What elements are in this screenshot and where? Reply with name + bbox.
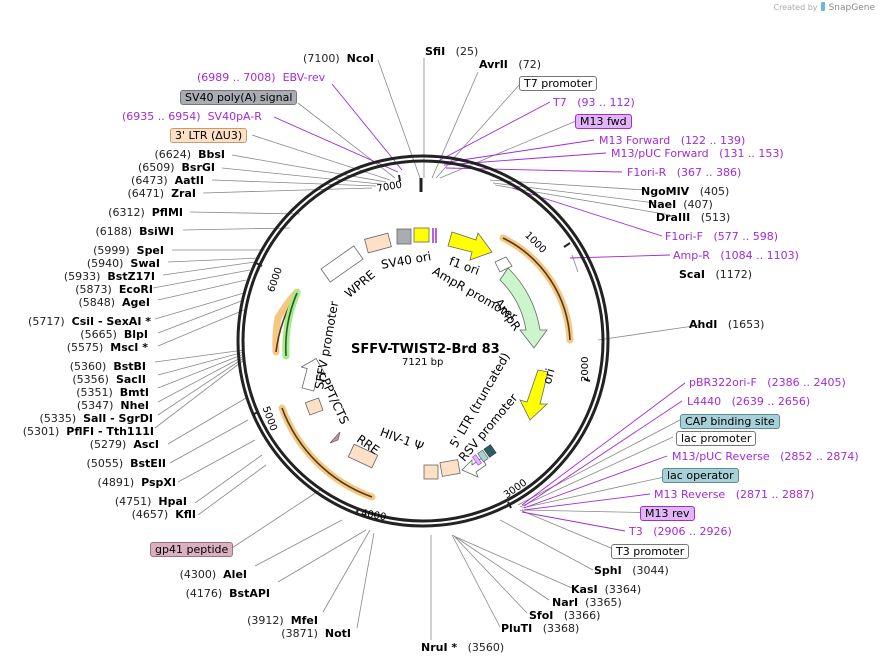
enzyme-swai[interactable]: (5940) SwaI (86, 257, 160, 270)
primer-m13puc-reverse[interactable]: M13/pUC Reverse (2852 .. 2874) (672, 450, 859, 463)
box-sv40-polya[interactable]: SV40 poly(A) signal (180, 90, 298, 105)
tick-2000: 2000 (580, 356, 591, 382)
enzyme-asci[interactable]: (5279) AscI (89, 438, 159, 451)
sv40-ori-feature (413, 227, 430, 243)
plasmid-name: SFFV-TWIST2-Brd 83 (351, 342, 500, 357)
enzyme-ecori[interactable]: (5873) EcoRI (75, 283, 153, 296)
credit-prefix: Created by (773, 3, 818, 12)
enzyme-kfli[interactable]: (4657) KflI (131, 508, 196, 521)
primer-m13-forward[interactable]: M13 Forward (122 .. 139) (599, 134, 746, 147)
enzyme-hpai[interactable]: (4751) HpaI (114, 495, 187, 508)
enzyme-pluti[interactable]: PluTI (3368) (501, 622, 580, 635)
credit-brand: SnapGene (828, 3, 875, 13)
enzyme-scai[interactable]: ScaI (1172) (679, 268, 753, 281)
backbone-inner (241, 159, 605, 523)
box-lac-promoter[interactable]: lac promoter (676, 431, 757, 446)
enzyme-bbsi[interactable]: (6624) BbsI (154, 148, 225, 161)
sv40-polya-feature (396, 228, 412, 245)
box-m13-fwd[interactable]: M13 fwd (575, 114, 632, 129)
enzyme-pspxi[interactable]: (4891) PspXI (97, 476, 176, 489)
box-t3-promoter[interactable]: T3 promoter (611, 544, 690, 559)
enzyme-pflmi[interactable]: (6312) PflMI (108, 206, 183, 219)
box-t7-promoter[interactable]: T7 promoter (519, 76, 598, 91)
enzyme-sfoi[interactable]: SfoI (3366) (529, 609, 601, 622)
enzyme-bsiwi[interactable]: (6188) BsiWI (95, 225, 174, 238)
enzyme-bstbi[interactable]: (5360) BstBI (69, 360, 146, 373)
primer-sv40pa-r[interactable]: (6935 .. 6954) SV40pA-R (122, 110, 262, 123)
enzyme-zrai[interactable]: (6471) ZraI (127, 187, 197, 200)
enzyme-nari[interactable]: NarI (3365) (552, 596, 622, 609)
backbone-outer (236, 154, 610, 528)
rre-feature (347, 443, 379, 469)
f1-ori-feature (447, 231, 493, 261)
wpre-feature (320, 245, 364, 283)
snapgene-credit: Created by SnapGene (773, 2, 875, 13)
enzyme-bsrgi[interactable]: (6509) BsrGI (137, 161, 215, 174)
box-m13-rev[interactable]: M13 rev (640, 506, 695, 521)
enzyme-noti[interactable]: (3871) NotI (281, 627, 351, 640)
enzyme-pflfi[interactable]: (5301) PflFI - Tth111I (22, 425, 154, 438)
enzyme-msci[interactable]: (5575) MscI * (66, 341, 148, 354)
enzyme-nhei[interactable]: (5347) NheI (76, 399, 149, 412)
hiv1-psi-feature (423, 464, 439, 480)
enzyme-bstz17i[interactable]: (5933) BstZ17I (63, 270, 155, 283)
ampr-feature (499, 267, 548, 349)
gp41-feature (329, 431, 341, 444)
ori-feature (519, 369, 549, 421)
enzyme-naei[interactable]: NaeI (407) (648, 198, 713, 211)
primer-l4440[interactable]: L4440 (2639 .. 2656) (687, 395, 811, 408)
primer-m13puc-forward[interactable]: M13/pUC Forward (131 .. 153) (611, 147, 784, 160)
box-gp41[interactable]: gp41 peptide (150, 542, 234, 557)
primer-t3[interactable]: T3 (2906 .. 2926) (629, 525, 732, 538)
enzyme-aatii[interactable]: (6473) AatII (131, 174, 204, 187)
enzyme-sacii[interactable]: (5356) SacII (72, 373, 146, 386)
enzyme-bmti[interactable]: (5351) BmtI (76, 386, 149, 399)
primer-f1ori-f[interactable]: F1ori-F (577 .. 598) (665, 230, 778, 243)
ltr3-feature (364, 232, 392, 254)
enzyme-drui[interactable]: NruI * (3560) (421, 641, 505, 654)
primer-ebv-rev[interactable]: (6989 .. 7008) EBV-rev (197, 71, 326, 84)
enzyme-ngomiv[interactable]: NgoMIV (405) (641, 185, 730, 198)
plasmid-length: 7121 bp (402, 357, 444, 368)
enzyme-sali[interactable]: (5335) SalI - SgrDI (39, 412, 153, 425)
primer-pbr322ori-f[interactable]: pBR322ori-F (2386 .. 2405) (689, 376, 846, 389)
enzyme-bsteii[interactable]: (5055) BstEII (86, 457, 166, 470)
enzyme-sphi[interactable]: SphI (3044) (594, 564, 669, 577)
snapgene-logo-icon (821, 2, 826, 11)
enzyme-ahdi[interactable]: AhdI (1653) (689, 318, 765, 331)
primer-f1ori-r[interactable]: F1ori-R (367 .. 386) (627, 166, 742, 179)
enzyme-ncoi[interactable]: (7100) NcoI (303, 52, 374, 65)
ampr-promoter-feature (494, 256, 513, 273)
enzyme-avrii[interactable]: AvrII (72) (479, 58, 541, 71)
box-cap-binding[interactable]: CAP binding site (680, 414, 780, 429)
cppt-feature (304, 397, 324, 416)
enzyme-csii[interactable]: (5717) CsiI - SexAI * (28, 315, 151, 328)
box-lac-operator[interactable]: lac operator (662, 468, 739, 483)
enzyme-blpi[interactable]: (5665) BlpI (80, 328, 148, 341)
ltr5-feature (439, 459, 461, 477)
primer-m13-reverse[interactable]: M13 Reverse (2871 .. 2887) (654, 488, 815, 501)
enzyme-agei[interactable]: (5848) AgeI (78, 296, 150, 309)
primer-t7[interactable]: T7 (93 .. 112) (553, 96, 635, 109)
enzyme-mfei[interactable]: (3912) MfeI (247, 614, 318, 627)
box-3ltr[interactable]: 3' LTR (ΔU3) (170, 128, 248, 143)
enzyme-kasi[interactable]: KasI (3364) (571, 583, 642, 596)
enzyme-spei[interactable]: (5999) SpeI (93, 244, 164, 257)
enzyme-leader-lines (152, 58, 701, 640)
enzyme-sfii[interactable]: SfiI (25) (425, 45, 479, 58)
primer-amp-r[interactable]: Amp-R (1084 .. 1103) (673, 249, 799, 262)
enzyme-draiii[interactable]: DraIII (513) (656, 211, 731, 224)
enzyme-alei[interactable]: (4300) AleI (179, 568, 247, 581)
sffv-promoter-feature (300, 357, 326, 392)
enzyme-bstapi[interactable]: (4176) BstAPI (185, 587, 270, 600)
